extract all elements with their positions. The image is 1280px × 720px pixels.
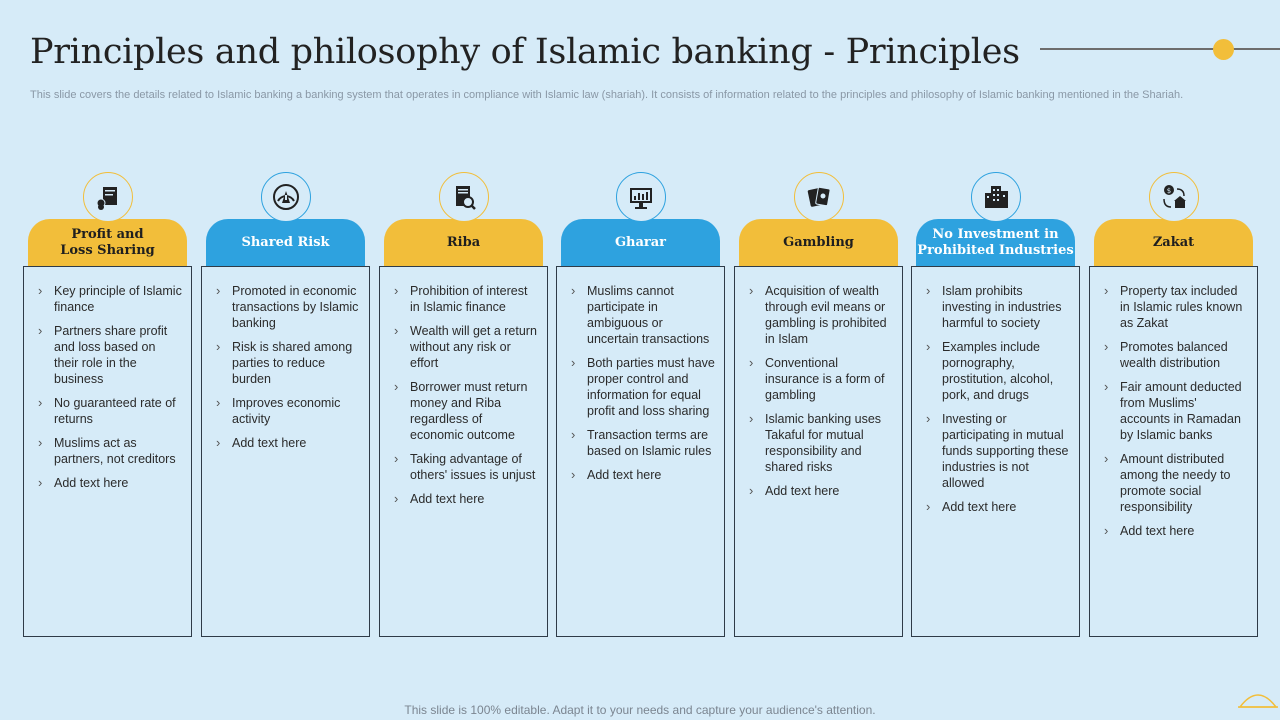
money-exchange-icon: $	[1149, 172, 1199, 222]
monitor-chart-icon	[616, 172, 666, 222]
principle-heading: Shared Risk	[206, 219, 365, 266]
bullet-item: Islam prohibits investing in industries …	[922, 283, 1071, 331]
bullet-item: Improves economic activity	[212, 395, 361, 427]
buildings-icon	[971, 172, 1021, 222]
bullet-item: Fair amount deducted from Muslims' accou…	[1100, 379, 1249, 443]
bullet-item: Add text here	[567, 467, 716, 483]
bullet-item: Promotes balanced wealth distribution	[1100, 339, 1249, 371]
bullet-item: Amount distributed among the needy to pr…	[1100, 451, 1249, 515]
principle-heading-line: No Investment in	[932, 226, 1059, 242]
principle-heading: Gharar	[561, 219, 720, 266]
bullet-item: Add text here	[1100, 523, 1249, 539]
corner-sun-icon	[1238, 694, 1278, 708]
principle-bullet-list: Property tax included in Islamic rules k…	[1100, 283, 1249, 539]
document-coins-icon	[83, 172, 133, 222]
bullet-item: Property tax included in Islamic rules k…	[1100, 283, 1249, 331]
bullet-item: Partners share profit and loss based on …	[34, 323, 183, 387]
bullet-item: Add text here	[745, 483, 894, 499]
principle-details-box: Prohibition of interest in Islamic finan…	[379, 266, 548, 637]
svg-text:$: $	[1167, 187, 1171, 195]
principle-details-box: Acquisition of wealth through evil means…	[734, 266, 903, 637]
title-dot-decoration	[1213, 39, 1234, 60]
principle-heading-line: Riba	[446, 234, 481, 250]
bullet-item: Risk is shared among parties to reduce b…	[212, 339, 361, 387]
principle-details-box: Islam prohibits investing in industries …	[911, 266, 1080, 637]
principle-heading: Gambling	[739, 219, 898, 266]
title-line-decoration	[1040, 48, 1280, 50]
bullet-item: Key principle of Islamic finance	[34, 283, 183, 315]
bullet-item: Islamic banking uses Takaful for mutual …	[745, 411, 894, 475]
bullet-item: Conventional insurance is a form of gamb…	[745, 355, 894, 403]
principle-heading-line: Shared Risk	[241, 234, 330, 250]
bullet-item: Add text here	[922, 499, 1071, 515]
bullet-item: Both parties must have proper control an…	[567, 355, 716, 419]
principle-bullet-list: Islam prohibits investing in industries …	[922, 283, 1071, 515]
bullet-item: Add text here	[212, 435, 361, 451]
principle-heading: Riba	[384, 219, 543, 266]
document-search-icon	[439, 172, 489, 222]
bullet-item: Promoted in economic transactions by Isl…	[212, 283, 361, 331]
principle-details-box: Promoted in economic transactions by Isl…	[201, 266, 370, 637]
bullet-item: Wealth will get a return without any ris…	[390, 323, 539, 371]
principle-details-box: Property tax included in Islamic rules k…	[1089, 266, 1258, 637]
bullet-item: Borrower must return money and Riba rega…	[390, 379, 539, 443]
bullet-item: Muslims cannot participate in ambiguous …	[567, 283, 716, 347]
principle-heading-line: Loss Sharing	[60, 242, 155, 258]
principle-heading-line: Gambling	[783, 234, 854, 250]
bullet-item: Add text here	[34, 475, 183, 491]
bullet-item: Muslims act as partners, not creditors	[34, 435, 183, 467]
principle-bullet-list: Acquisition of wealth through evil means…	[745, 283, 894, 499]
bullet-item: Prohibition of interest in Islamic finan…	[390, 283, 539, 315]
bullet-item: Examples include pornography, prostituti…	[922, 339, 1071, 403]
playing-cards-icon	[794, 172, 844, 222]
principle-details-box: Muslims cannot participate in ambiguous …	[556, 266, 725, 637]
principle-bullet-list: Prohibition of interest in Islamic finan…	[390, 283, 539, 507]
bullet-item: No guaranteed rate of returns	[34, 395, 183, 427]
footer-note: This slide is 100% editable. Adapt it to…	[404, 703, 876, 717]
bullet-item: Add text here	[390, 491, 539, 507]
bullet-item: Investing or participating in mutual fun…	[922, 411, 1071, 491]
bullet-item: Transaction terms are based on Islamic r…	[567, 427, 716, 459]
bullet-item: Taking advantage of others' issues is un…	[390, 451, 539, 483]
bullet-item: Acquisition of wealth through evil means…	[745, 283, 894, 347]
principle-heading-line: Zakat	[1152, 234, 1195, 250]
principle-bullet-list: Muslims cannot participate in ambiguous …	[567, 283, 716, 483]
principle-heading: Zakat	[1094, 219, 1253, 266]
principle-bullet-list: Key principle of Islamic financePartners…	[34, 283, 183, 491]
risk-gauge-icon	[261, 172, 311, 222]
principle-heading-line: Gharar	[614, 234, 667, 250]
slide-subtitle: This slide covers the details related to…	[30, 89, 1184, 101]
principle-bullet-list: Promoted in economic transactions by Isl…	[212, 283, 361, 451]
principle-heading-line: Prohibited Industries	[917, 242, 1074, 258]
slide-title: Principles and philosophy of Islamic ban…	[30, 32, 1020, 72]
principle-details-box: Key principle of Islamic financePartners…	[23, 266, 192, 637]
principle-heading-line: Profit and	[71, 226, 144, 242]
